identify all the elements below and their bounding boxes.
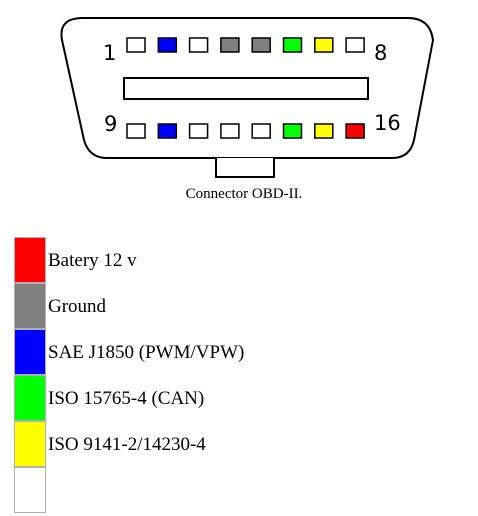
- pin-label-9: 9: [104, 112, 117, 136]
- pin-2: [157, 37, 178, 53]
- legend-label: ISO 15765-4 (CAN): [48, 388, 205, 409]
- pin-7: [314, 37, 334, 53]
- legend-swatch-gray: [14, 283, 46, 329]
- bottom-pin-row: [126, 123, 365, 139]
- pin-6: [282, 37, 303, 53]
- legend-swatch-red: [14, 237, 46, 283]
- pin-5: [251, 37, 271, 53]
- legend-label: SAE J1850 (PWM/VPW): [48, 342, 245, 363]
- obd2-connector-diagram: 1 8 9 16: [60, 17, 435, 178]
- legend-swatch-green: [14, 375, 46, 421]
- legend-label: Batery 12 v: [48, 250, 137, 271]
- pin-15: [314, 123, 334, 139]
- pin-3: [188, 37, 209, 53]
- pin-4: [220, 37, 240, 53]
- connector-caption: Connector OBD-II.: [185, 186, 303, 202]
- pin-8: [345, 37, 365, 53]
- pin-16: [345, 123, 365, 139]
- pin-label-8: 8: [374, 41, 387, 65]
- pin-11: [188, 123, 209, 139]
- legend-label: Ground: [48, 296, 107, 317]
- pin-1: [126, 37, 146, 53]
- pin-14: [282, 123, 303, 139]
- legend-label: ISO 9141-2/14230-4: [48, 434, 206, 455]
- top-pin-row: [126, 37, 365, 53]
- pin-13: [251, 123, 271, 139]
- pin-label-1: 1: [103, 41, 116, 65]
- pin-12: [220, 123, 240, 139]
- legend-swatch-yellow: [14, 421, 46, 467]
- pin-label-16: 16: [374, 111, 401, 135]
- pin-10: [157, 123, 178, 139]
- pin-9: [126, 123, 146, 139]
- legend-swatch-blue: [14, 329, 46, 375]
- connector-key-tab: [215, 158, 275, 178]
- legend-swatch-white: [14, 467, 46, 513]
- center-slot: [123, 77, 369, 100]
